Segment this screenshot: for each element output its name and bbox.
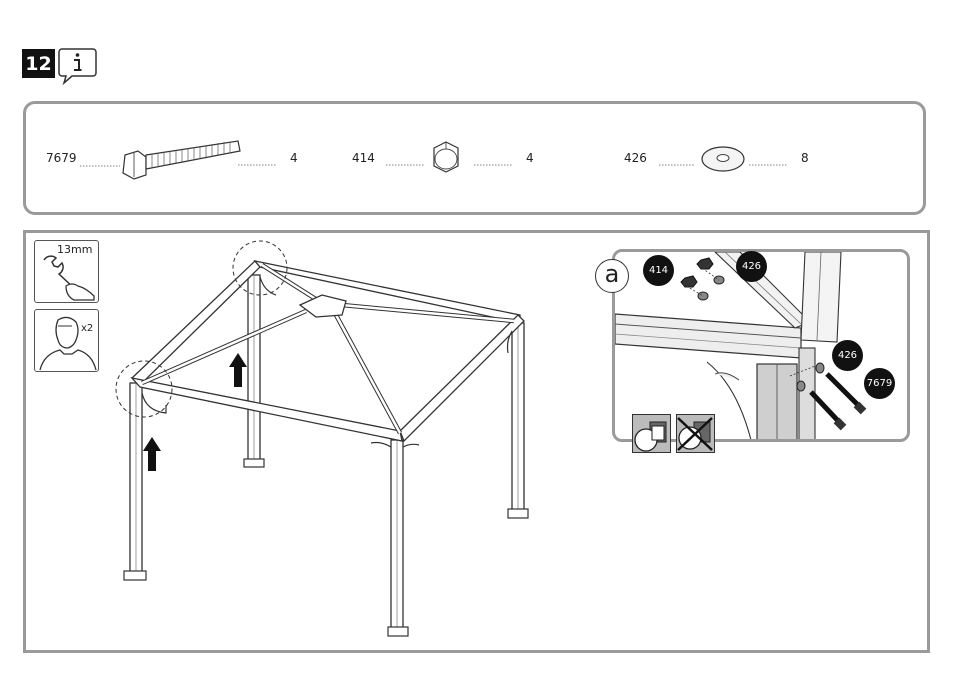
gazebo-frame-illustration bbox=[110, 235, 540, 645]
callout-414: 414 bbox=[643, 255, 674, 286]
part-id-bolt: 7679 bbox=[46, 151, 77, 165]
washer-icon bbox=[657, 140, 797, 180]
callout-426-top: 426 bbox=[736, 251, 767, 282]
part-id-washer: 426 bbox=[624, 151, 647, 165]
person-icon bbox=[36, 312, 96, 370]
correct-nut-orientation-icon bbox=[632, 414, 672, 454]
callout-7679: 7679 bbox=[864, 368, 895, 399]
wrench-icon bbox=[36, 250, 98, 302]
info-icon bbox=[58, 46, 98, 86]
step-number-badge: 12 bbox=[22, 49, 55, 78]
part-id-nut: 414 bbox=[352, 151, 375, 165]
part-qty-bolt: 4 bbox=[290, 151, 298, 165]
bolt-icon bbox=[78, 135, 298, 185]
callout-426-bottom: 426 bbox=[832, 340, 863, 371]
detail-a-label: a bbox=[595, 259, 629, 293]
part-qty-washer: 8 bbox=[801, 151, 809, 165]
part-qty-nut: 4 bbox=[526, 151, 534, 165]
incorrect-nut-orientation-icon bbox=[676, 414, 716, 454]
nut-icon bbox=[384, 138, 524, 180]
